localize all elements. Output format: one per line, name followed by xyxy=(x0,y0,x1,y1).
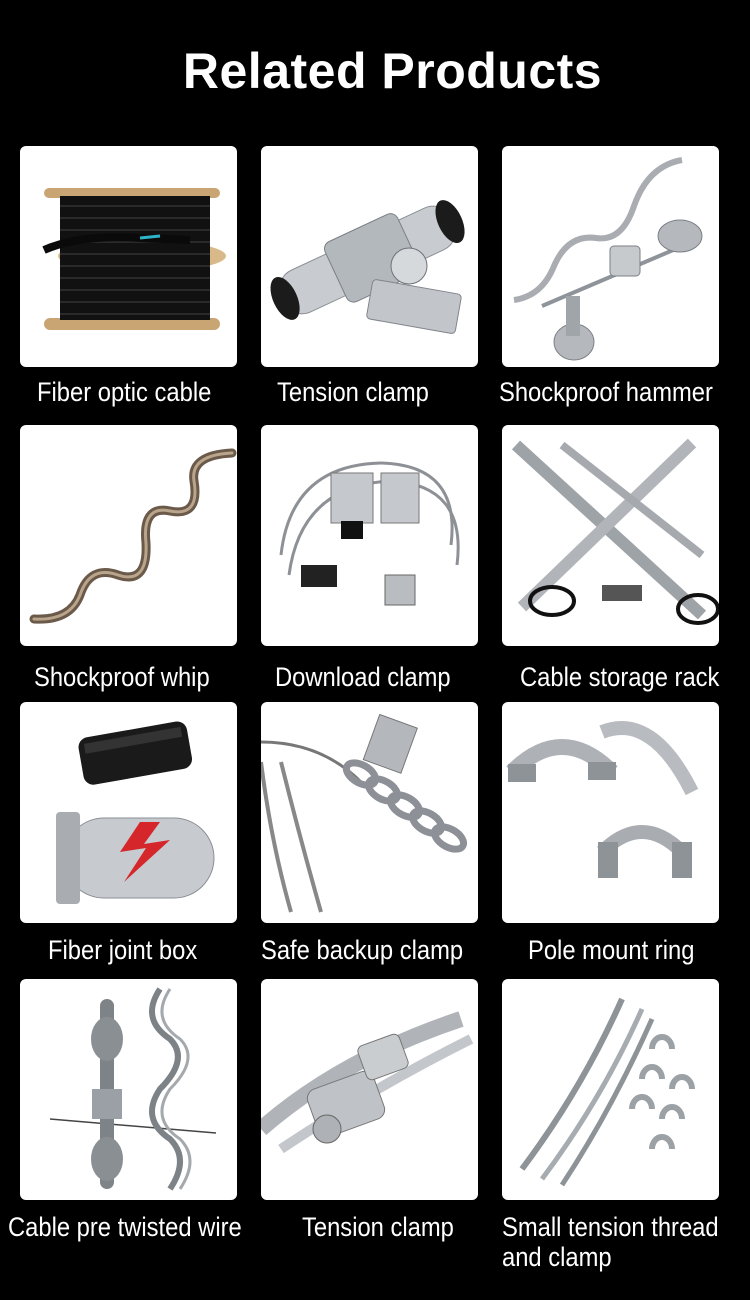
product-label-line1: Small tension thread xyxy=(502,1212,719,1242)
product-card-small-tension-thread-clamp[interactable] xyxy=(502,979,719,1200)
product-label: Cable pre twisted wire xyxy=(8,1212,242,1242)
tension-clamp-image xyxy=(270,200,465,334)
fiber-joint-box-image xyxy=(56,721,215,904)
product-card-fiber-optic-cable[interactable] xyxy=(20,146,237,367)
product-label: Fiber joint box xyxy=(48,935,198,965)
shockproof-whip-image xyxy=(29,448,237,624)
product-label: Safe backup clamp xyxy=(261,935,464,965)
product-label: Tension clamp xyxy=(277,377,429,407)
pole-mount-ring-image xyxy=(506,721,699,878)
safe-backup-clamp-image xyxy=(261,713,468,913)
product-label: Pole mount ring xyxy=(528,935,695,965)
product-card-download-clamp[interactable] xyxy=(261,425,478,646)
product-label: Fiber optic cable xyxy=(37,377,212,407)
product-card-cable-storage-rack[interactable] xyxy=(502,425,719,646)
tension-clamp-shackle-image xyxy=(261,1011,474,1154)
product-card-shockproof-whip[interactable] xyxy=(20,425,237,646)
product-card-pole-mount-ring[interactable] xyxy=(502,702,719,923)
product-label: Download clamp xyxy=(275,662,451,692)
small-tension-thread-clamp-image xyxy=(519,997,695,1187)
product-label: Small tension thread and clamp xyxy=(502,1212,719,1272)
product-label: Shockproof whip xyxy=(34,662,210,692)
cable-storage-rack-image xyxy=(511,438,719,625)
product-card-cable-pre-twisted-wire[interactable] xyxy=(20,979,237,1200)
shockproof-hammer-image xyxy=(513,157,703,361)
fiber-optic-cable-image xyxy=(42,188,226,330)
product-label-line2: and clamp xyxy=(502,1242,612,1272)
product-card-tension-clamp[interactable] xyxy=(261,146,478,367)
download-clamp-image xyxy=(279,461,460,606)
product-card-fiber-joint-box[interactable] xyxy=(20,702,237,923)
page-title: Related Products xyxy=(182,43,603,99)
product-label: Cable storage rack xyxy=(520,662,720,692)
product-label: Tension clamp xyxy=(302,1212,454,1242)
product-label: Shockproof hammer xyxy=(499,377,713,407)
product-card-tension-clamp-shackle[interactable] xyxy=(261,979,478,1200)
product-card-shockproof-hammer[interactable] xyxy=(502,146,719,367)
cable-pre-twisted-wire-image xyxy=(49,987,217,1191)
product-card-safe-backup-clamp[interactable] xyxy=(261,702,478,923)
